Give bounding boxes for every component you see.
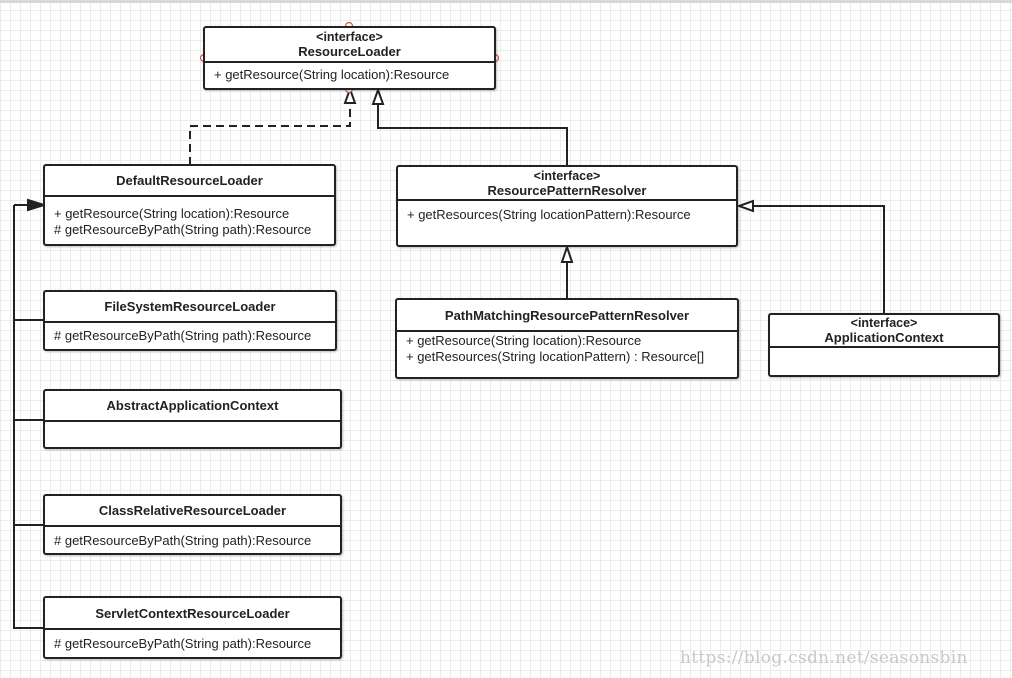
realization-arrowhead (560, 243, 574, 263)
class-methods (770, 348, 998, 351)
generalization-arrowhead (736, 199, 754, 213)
class-methods (45, 422, 340, 425)
class-relative-resource-loader-class[interactable]: ClassRelativeResourceLoader # getResourc… (43, 494, 342, 555)
class-header: <interface> ResourceLoader (205, 28, 494, 63)
method-entry: + getResources(String locationPattern):R… (407, 207, 691, 222)
application-context-class[interactable]: <interface> ApplicationContext (768, 313, 1000, 377)
class-methods: # getResourceByPath(String path):Resourc… (45, 323, 335, 344)
class-header: PathMatchingResourcePatternResolver (397, 300, 737, 332)
resource-pattern-resolver-class[interactable]: <interface> ResourcePatternResolver + ge… (396, 165, 738, 247)
default-to-resourceloader-connector (189, 103, 351, 165)
stereotype-label: <interface> (850, 316, 918, 330)
method-entry: + getResource(String location):Resource (54, 206, 290, 221)
method-entry: + getResource(String location):Resource (406, 333, 642, 348)
canvas-top-border (0, 0, 1012, 3)
class-name: AbstractApplicationContext (106, 398, 279, 413)
method-entry: # getResourceByPath(String path):Resourc… (54, 328, 312, 343)
class-header: FileSystemResourceLoader (45, 292, 335, 323)
watermark-text: https://blog.csdn.net/seasonsbin (680, 648, 968, 668)
class-name: ResourceLoader (298, 44, 401, 59)
abstract-application-context-class[interactable]: AbstractApplicationContext (43, 389, 342, 449)
method-entry: # getResourceByPath(String path):Resourc… (54, 636, 312, 651)
generalization-arrowhead (371, 87, 385, 105)
method-entry: + getResource(String location):Resource (214, 67, 450, 82)
class-header: DefaultResourceLoader (45, 166, 334, 197)
class-methods: # getResourceByPath(String path):Resourc… (45, 527, 340, 549)
class-methods: + getResource(String location):Resource (205, 63, 494, 83)
class-header: <interface> ApplicationContext (770, 315, 998, 348)
class-name: PathMatchingResourcePatternResolver (444, 307, 690, 323)
class-methods: # getResourceByPath(String path):Resourc… (45, 630, 340, 652)
class-methods: + getResources(String locationPattern):R… (398, 201, 736, 223)
path-matching-resolver-class[interactable]: PathMatchingResourcePatternResolver + ge… (395, 298, 739, 379)
method-entry: # getResourceByPath(String path):Resourc… (54, 533, 312, 548)
class-header: AbstractApplicationContext (45, 391, 340, 422)
class-header: ClassRelativeResourceLoader (45, 496, 340, 527)
class-name: DefaultResourceLoader (116, 173, 263, 188)
subclasses-trunk-connector (13, 205, 44, 629)
class-header: ServletContextResourceLoader (45, 598, 340, 630)
realization-arrowhead (343, 86, 357, 104)
class-name: ApplicationContext (824, 330, 944, 345)
class-methods: + getResource(String location):Resource … (397, 332, 737, 365)
class-name: ResourcePatternResolver (487, 182, 647, 198)
class-name: ClassRelativeResourceLoader (98, 503, 287, 518)
class-header: <interface> ResourcePatternResolver (398, 167, 736, 201)
file-system-resource-loader-class[interactable]: FileSystemResourceLoader # getResourceBy… (43, 290, 337, 351)
servlet-context-resource-loader-class[interactable]: ServletContextResourceLoader # getResour… (43, 596, 342, 659)
default-resource-loader-class[interactable]: DefaultResourceLoader + getResource(Stri… (43, 164, 336, 246)
stereotype-label: <interface> (533, 168, 601, 183)
patternresolver-to-resourceloader-connector (377, 104, 568, 166)
method-entry: # getResourceByPath(String path):Resourc… (54, 222, 312, 237)
class-name: ServletContextResourceLoader (95, 605, 290, 621)
appcontext-to-patternresolver-connector (753, 205, 885, 314)
inheritance-arrowhead (27, 198, 48, 212)
resource-loader-class[interactable]: <interface> ResourceLoader + getResource… (203, 26, 496, 90)
method-entry: + getResources(String locationPattern) :… (406, 349, 705, 364)
class-name: FileSystemResourceLoader (104, 299, 276, 314)
class-methods: + getResource(String location):Resource … (45, 197, 334, 238)
stereotype-label: <interface> (316, 30, 383, 44)
